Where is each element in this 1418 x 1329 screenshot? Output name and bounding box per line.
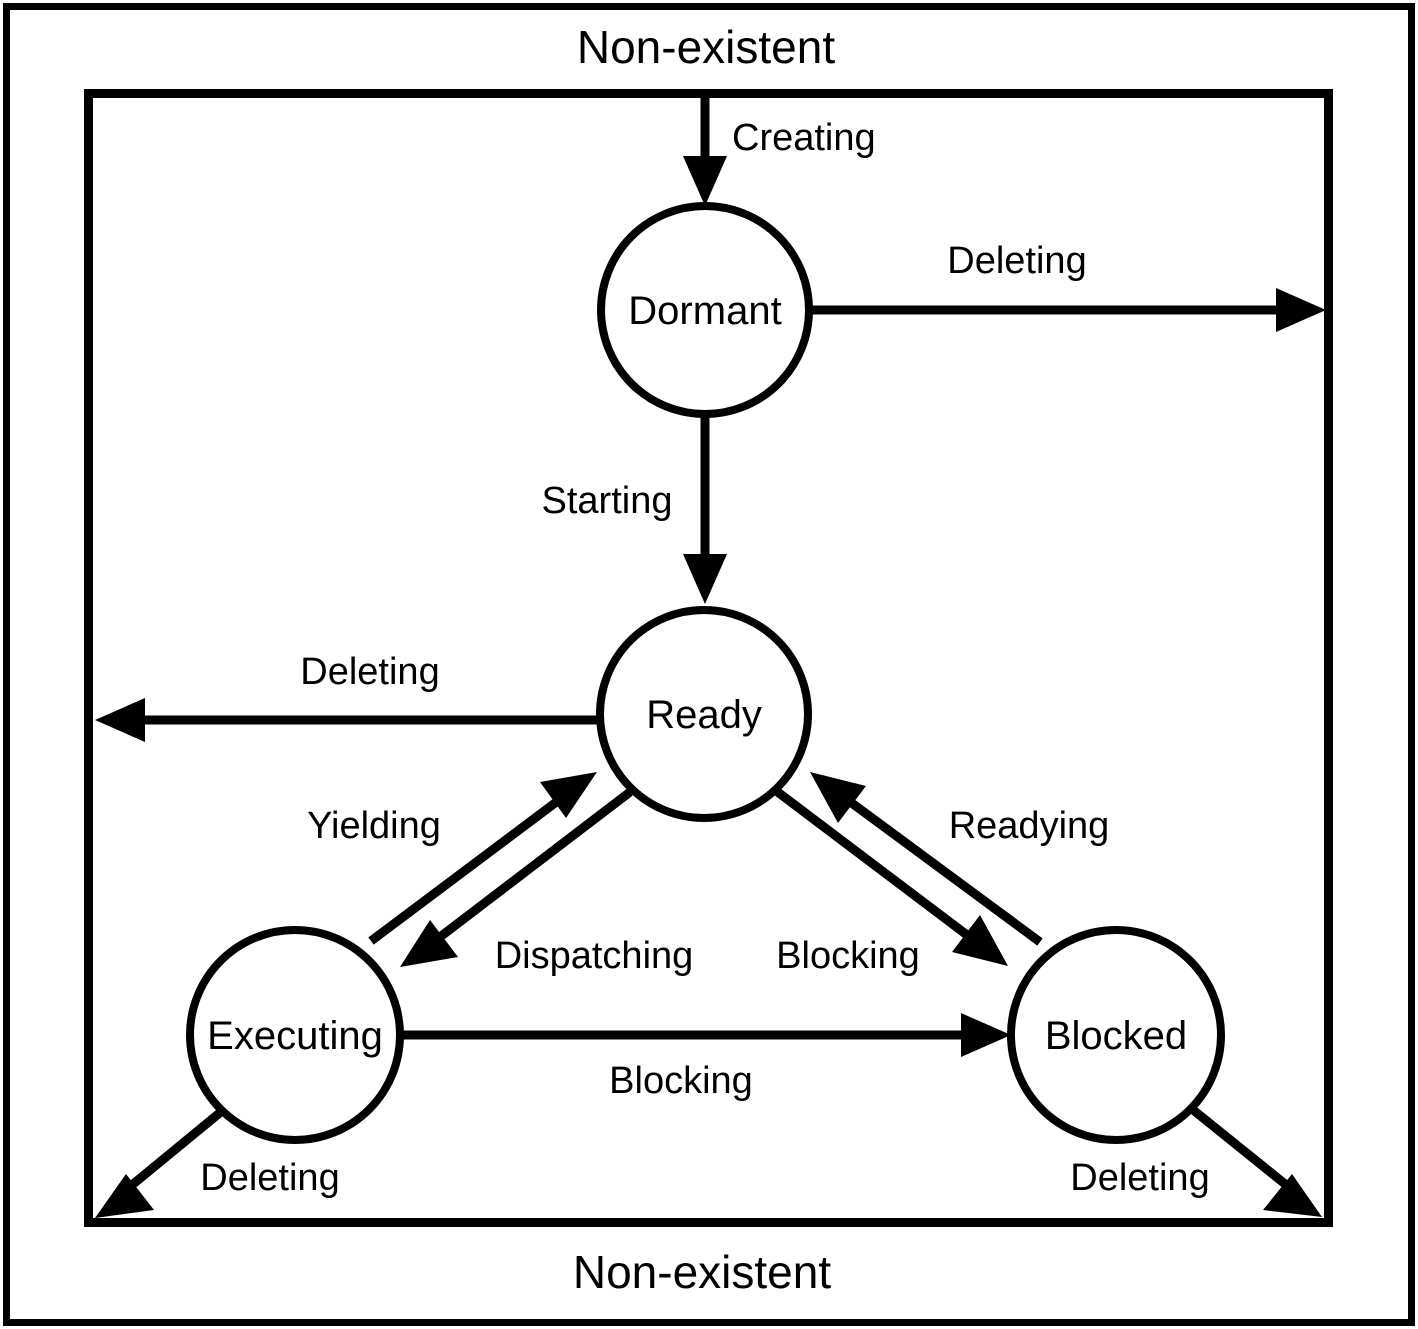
edge-starting-arrowhead — [683, 554, 727, 604]
edge-deleting-top: Deleting — [810, 240, 1326, 332]
edge-starting: Starting — [542, 415, 727, 604]
edge-label-dispatching: Dispatching — [495, 935, 694, 977]
inner-frame — [84, 89, 1333, 1227]
edge-readying: Readying — [810, 772, 1110, 946]
node-blocked[interactable]: Blocked — [1007, 926, 1225, 1144]
node-ready-circle[interactable] — [596, 606, 812, 822]
edge-deleting-bottom-left-line — [129, 1107, 225, 1189]
edge-deleting-bottom-left: Deleting — [95, 1107, 340, 1218]
node-executing[interactable]: Executing — [186, 926, 404, 1144]
edge-dispatching-line — [437, 788, 633, 941]
edge-readying-arrowhead — [810, 772, 866, 823]
region-label-bottom: Non-existent — [573, 1246, 831, 1298]
edge-label-deleting-left: Deleting — [300, 651, 439, 693]
edge-yielding-line — [368, 796, 562, 945]
edge-blocking-diagonal: Blocking — [772, 786, 1008, 977]
edge-label-starting: Starting — [542, 480, 673, 522]
node-ready[interactable]: Ready — [596, 606, 812, 822]
edge-creating-arrowhead — [683, 156, 727, 206]
edge-deleting-bottom-right-line — [1189, 1105, 1288, 1188]
edge-blocking-bottom: Blocking — [400, 1013, 1011, 1102]
edge-deleting-bottom-left-arrowhead — [95, 1174, 154, 1218]
node-executing-circle[interactable] — [186, 926, 404, 1144]
node-dormant-circle[interactable] — [597, 202, 813, 418]
node-dormant[interactable]: Dormant — [597, 202, 813, 418]
edge-label-deleting-bottom-right: Deleting — [1070, 1157, 1209, 1199]
outer-frame — [3, 3, 1415, 1326]
edge-label-deleting-bottom-left: Deleting — [200, 1157, 339, 1199]
edge-label-blocking-bottom: Blocking — [609, 1060, 753, 1102]
edge-label-deleting-top: Deleting — [947, 240, 1086, 282]
edge-label-yielding: Yielding — [307, 805, 441, 847]
edge-deleting-top-arrowhead — [1276, 288, 1326, 332]
edge-label-creating: Creating — [732, 117, 876, 159]
edge-readying-line — [846, 797, 1043, 946]
edge-label-readying: Readying — [949, 805, 1110, 847]
edge-blocking-diagonal-line — [772, 786, 970, 939]
edge-yielding-arrowhead — [540, 772, 597, 818]
edge-yielding: Yielding — [307, 772, 597, 945]
edge-deleting-left-arrowhead — [95, 698, 145, 742]
edge-dispatching: Dispatching — [400, 788, 694, 977]
node-executing-label: Executing — [207, 1014, 383, 1058]
edge-blocking-bottom-arrowhead — [961, 1013, 1011, 1057]
edge-creating: Creating — [683, 98, 876, 206]
node-blocked-circle[interactable] — [1007, 926, 1225, 1144]
edge-dispatching-arrowhead — [400, 920, 458, 967]
node-dormant-label: Dormant — [628, 289, 781, 333]
edge-blocking-diagonal-arrowhead — [952, 915, 1008, 966]
node-ready-label: Ready — [646, 693, 762, 737]
edge-deleting-bottom-right-arrowhead — [1263, 1174, 1322, 1217]
region-label-top: Non-existent — [577, 21, 835, 73]
node-blocked-label: Blocked — [1045, 1014, 1187, 1058]
edge-deleting-bottom-right: Deleting — [1070, 1105, 1322, 1217]
edge-label-blocking-diagonal: Blocking — [776, 935, 920, 977]
edge-deleting-left: Deleting — [95, 651, 600, 742]
